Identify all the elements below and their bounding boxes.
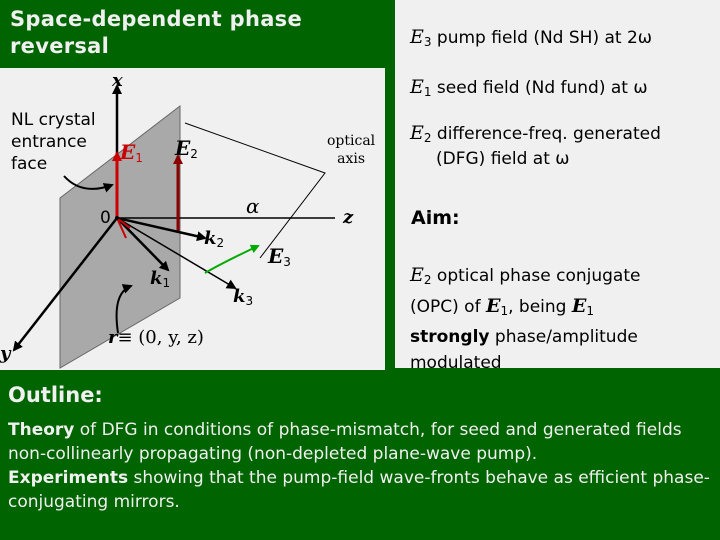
E2-label: E2 bbox=[175, 136, 198, 162]
E2-description: E2 difference-freq. generated(DFG) field… bbox=[410, 122, 661, 170]
diagram-panel: x y z 0 NL crystal entrance face E1 E2 E… bbox=[0, 68, 385, 370]
origin-point bbox=[115, 216, 119, 220]
k3-arrow bbox=[116, 217, 237, 290]
r-pointer-arrow bbox=[115, 284, 133, 334]
theory-keyword: Theory bbox=[8, 420, 75, 440]
title-line-1: Space-dependent phase bbox=[10, 7, 303, 31]
k1-label: k1 bbox=[150, 268, 171, 290]
optical-axis-plane bbox=[184, 122, 326, 259]
k3-label: k3 bbox=[233, 286, 254, 308]
k2-label: k2 bbox=[204, 228, 225, 250]
crystal-pointer-arrow bbox=[63, 175, 114, 193]
outline-text: Theory of DFG in conditions of phase-mis… bbox=[8, 418, 713, 514]
k1-arrow bbox=[116, 217, 170, 272]
origin-label: 0 bbox=[100, 208, 111, 228]
z-axis-label: z bbox=[343, 207, 354, 228]
crystal-label: NL crystal entrance face bbox=[11, 110, 96, 174]
E3-description: E3 pump field (Nd SH) at 2ω bbox=[410, 26, 653, 50]
r-definition: r≡ (0, y, z) bbox=[108, 327, 204, 348]
aim-heading: Aim: bbox=[411, 207, 460, 229]
x-axis-label: x bbox=[112, 70, 123, 91]
E1-description: E1 seed field (Nd fund) at ω bbox=[410, 76, 648, 100]
E1-label: E1 bbox=[120, 140, 143, 166]
y-axis-label: y bbox=[0, 343, 11, 364]
aim-text: E2 optical phase conjugate (OPC) of E1, … bbox=[410, 264, 641, 373]
crystal-face bbox=[59, 104, 181, 369]
outline-heading: Outline: bbox=[8, 383, 103, 407]
geometry-diagram bbox=[12, 84, 335, 369]
E1-ray-1 bbox=[116, 217, 131, 229]
E3-label: E3 bbox=[268, 244, 291, 270]
y-axis bbox=[12, 217, 118, 352]
fields-box: E3 pump field (Nd SH) at 2ω E1 seed fiel… bbox=[395, 0, 720, 373]
slide-title: Space-dependent phase reversal bbox=[10, 6, 302, 60]
alpha-label: α bbox=[246, 194, 260, 218]
experiments-text: showing that the pump-field wave-fronts … bbox=[8, 468, 710, 512]
optical-axis-label: optical axis bbox=[327, 133, 376, 167]
E1-ray-2 bbox=[116, 217, 127, 239]
experiments-keyword: Experiments bbox=[8, 468, 129, 488]
theory-text: of DFG in conditions of phase-mismatch, … bbox=[8, 420, 682, 464]
title-line-2: reversal bbox=[10, 34, 110, 58]
k2-arrow bbox=[116, 216, 207, 242]
alpha-arc bbox=[204, 244, 260, 274]
